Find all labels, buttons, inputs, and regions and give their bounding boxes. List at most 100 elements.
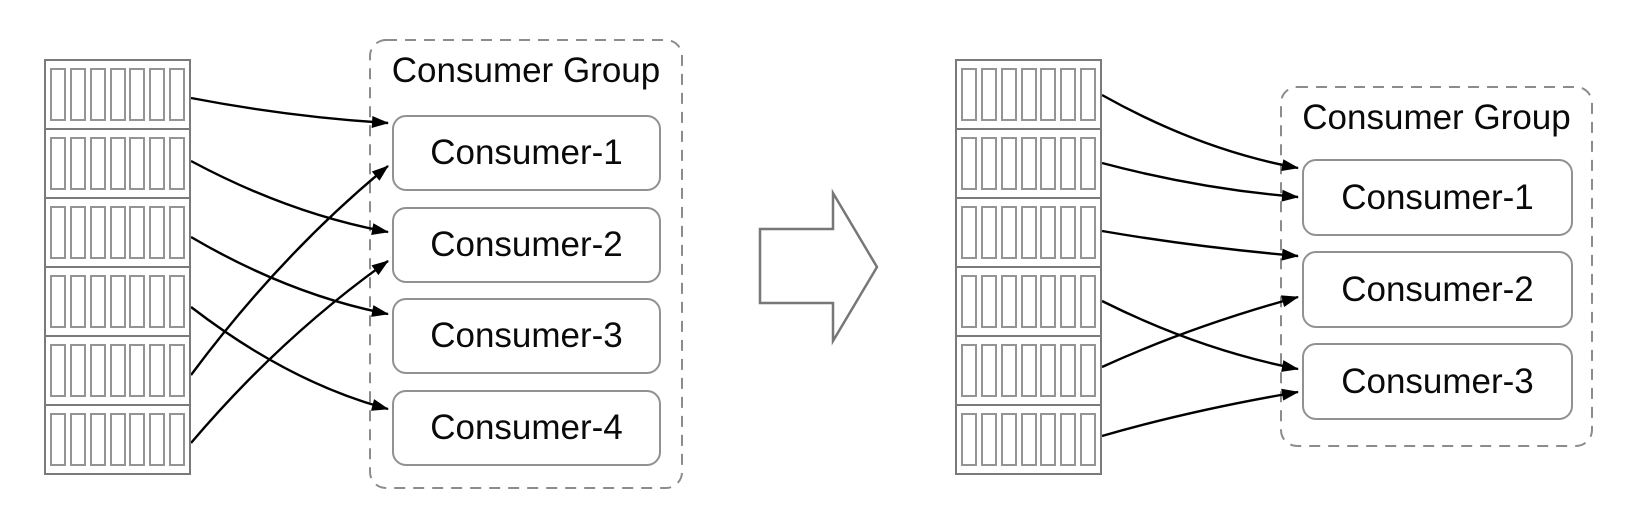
partition xyxy=(955,404,1102,475)
log-segment xyxy=(149,68,166,121)
log-segment xyxy=(980,413,997,466)
log-segment xyxy=(49,344,66,397)
log-segment xyxy=(1080,206,1097,259)
log-segment xyxy=(1040,275,1057,328)
log-segment xyxy=(980,68,997,121)
log-segment xyxy=(1040,137,1057,190)
arrow-right-p6-to-consumer-3 xyxy=(1101,388,1299,438)
topic-partitions-left xyxy=(44,59,191,475)
log-segment xyxy=(129,206,146,259)
consumer-box-right-1: Consumer-1 xyxy=(1302,159,1573,236)
log-segment xyxy=(1080,68,1097,121)
partition xyxy=(44,128,191,199)
log-segment xyxy=(169,344,186,397)
log-segment xyxy=(960,137,977,190)
partition xyxy=(44,59,191,130)
assignment-arrows-right xyxy=(1101,93,1299,438)
partition xyxy=(955,335,1102,406)
log-segment xyxy=(49,206,66,259)
arrow-right-p3-to-consumer-2 xyxy=(1101,229,1299,261)
partition xyxy=(44,404,191,475)
log-segment xyxy=(1080,413,1097,466)
log-segment xyxy=(109,206,126,259)
arrow-right-p2-to-consumer-1 xyxy=(1101,161,1299,202)
log-segment xyxy=(1040,413,1057,466)
consumer-box-left-3: Consumer-3 xyxy=(392,298,661,374)
log-segment xyxy=(960,344,977,397)
log-segment xyxy=(1060,275,1077,328)
log-segment xyxy=(109,68,126,121)
log-segment xyxy=(1060,137,1077,190)
consumer-box-right-3: Consumer-3 xyxy=(1302,343,1573,420)
log-segment xyxy=(169,68,186,121)
consumer-box-right-2: Consumer-2 xyxy=(1302,251,1573,328)
log-segment xyxy=(49,137,66,190)
log-segment xyxy=(1060,68,1077,121)
log-segment xyxy=(1020,344,1037,397)
log-segment xyxy=(149,344,166,397)
log-segment xyxy=(109,275,126,328)
log-segment xyxy=(89,413,106,466)
partition xyxy=(44,266,191,337)
log-segment xyxy=(960,206,977,259)
log-segment xyxy=(149,137,166,190)
arrow-left-p1-to-consumer-1 xyxy=(190,96,389,129)
log-segment xyxy=(1040,68,1057,121)
arrow-left-p4-to-consumer-4 xyxy=(190,306,389,411)
consumer-group-title-left: Consumer Group xyxy=(391,51,661,90)
log-segment xyxy=(1000,206,1017,259)
assignment-arrows-left xyxy=(190,96,389,444)
log-segment xyxy=(1060,413,1077,466)
arrow-right-p5-to-consumer-2 xyxy=(1101,295,1299,369)
log-segment xyxy=(1000,344,1017,397)
log-segment xyxy=(980,206,997,259)
log-segment xyxy=(69,344,86,397)
log-segment xyxy=(89,206,106,259)
log-segment xyxy=(980,275,997,328)
topic-partitions-right xyxy=(955,59,1102,475)
partition xyxy=(955,197,1102,268)
partition xyxy=(44,335,191,406)
log-segment xyxy=(69,206,86,259)
log-segment xyxy=(1080,275,1097,328)
log-segment xyxy=(109,413,126,466)
log-segment xyxy=(980,137,997,190)
log-segment xyxy=(1000,275,1017,328)
log-segment xyxy=(1020,68,1037,121)
log-segment xyxy=(129,68,146,121)
log-segment xyxy=(69,275,86,328)
arrow-right-p4-to-consumer-3 xyxy=(1101,299,1299,372)
log-segment xyxy=(149,275,166,328)
transition-block-arrow xyxy=(758,188,879,346)
log-segment xyxy=(169,137,186,190)
consumer-box-left-2: Consumer-2 xyxy=(392,207,661,283)
log-segment xyxy=(49,68,66,121)
consumer-group-boundary-left xyxy=(369,39,683,489)
log-segment xyxy=(960,68,977,121)
log-segment xyxy=(1000,68,1017,121)
log-segment xyxy=(1000,137,1017,190)
log-segment xyxy=(89,344,106,397)
partition xyxy=(955,59,1102,130)
arrow-left-p6-to-consumer-2 xyxy=(190,260,389,444)
partition xyxy=(44,197,191,268)
consumer-box-left-1: Consumer-1 xyxy=(392,115,661,191)
log-segment xyxy=(1080,344,1097,397)
log-segment xyxy=(69,137,86,190)
arrow-right-p1-to-consumer-1 xyxy=(1101,93,1299,172)
log-segment xyxy=(129,413,146,466)
log-segment xyxy=(109,137,126,190)
log-segment xyxy=(960,413,977,466)
partition xyxy=(955,266,1102,337)
log-segment xyxy=(1020,137,1037,190)
log-segment xyxy=(1040,206,1057,259)
log-segment xyxy=(49,413,66,466)
log-segment xyxy=(89,68,106,121)
log-segment xyxy=(129,344,146,397)
arrow-left-p5-to-consumer-1 xyxy=(190,165,389,376)
log-segment xyxy=(169,206,186,259)
consumer-box-left-4: Consumer-4 xyxy=(392,390,661,466)
consumer-group-title-right: Consumer Group xyxy=(1302,98,1571,137)
